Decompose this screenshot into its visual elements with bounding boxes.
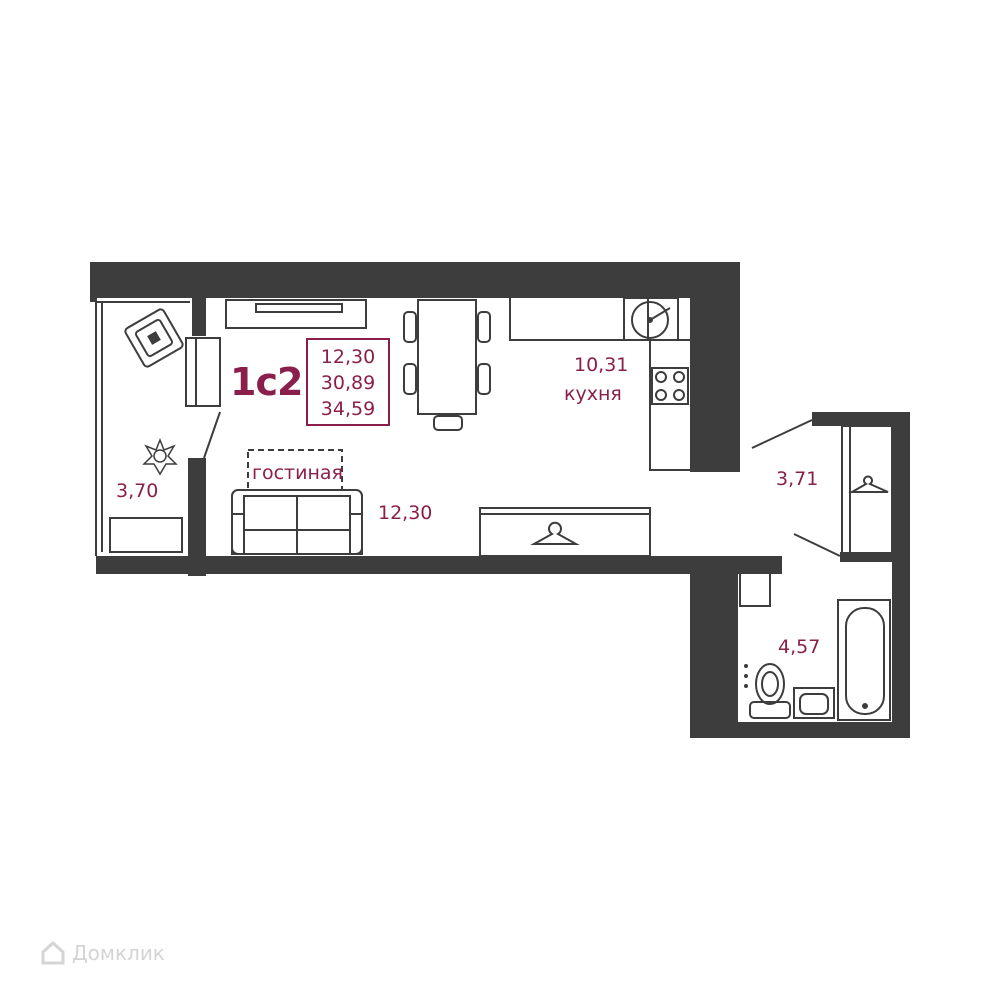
- toilet-icon: [749, 663, 791, 719]
- wardrobe-hall: [841, 425, 893, 555]
- hall-area: 3,71: [776, 468, 819, 490]
- balcony-area: 3,70: [116, 480, 159, 502]
- useful-area-total: 30,89: [320, 372, 376, 394]
- plant-icon: [142, 437, 178, 476]
- dining-table: [403, 299, 491, 431]
- doors: [203, 411, 841, 557]
- balcony-frame: [95, 298, 190, 556]
- wardrobe-living: [479, 507, 651, 557]
- living-area-total: 12,30: [320, 346, 376, 368]
- tv-unit: [225, 299, 367, 329]
- apartment-code: 1с2: [230, 360, 303, 404]
- living-room-name: гостиная: [252, 462, 343, 484]
- kitchen-area: 10,31: [574, 354, 629, 376]
- domclick-watermark: Домклик: [40, 940, 165, 966]
- watermark-text: Домклик: [72, 941, 165, 965]
- bathroom-area: 4,57: [778, 636, 821, 658]
- armchair-icon: [124, 308, 184, 368]
- bathtub-icon: [837, 599, 891, 721]
- area-summary-box: 12,30 30,89 34,59: [306, 338, 390, 426]
- bath-dots: [744, 664, 748, 688]
- stove-icon: [651, 367, 689, 405]
- balcony-shelf: [109, 517, 183, 553]
- washbasin-icon: [793, 687, 835, 719]
- house-logo-icon: [41, 940, 65, 965]
- sofa-icon: [231, 489, 363, 555]
- sofa-extend-outline: [247, 449, 343, 491]
- sink-icon: [623, 297, 679, 341]
- total-area: 34,59: [320, 398, 376, 420]
- walls: [90, 262, 910, 738]
- kitchen-name: кухня: [564, 383, 622, 405]
- living-room-area: 12,30: [378, 502, 433, 524]
- washing-machine-shelf: [739, 563, 771, 607]
- wardrobe-balcony: [185, 337, 221, 407]
